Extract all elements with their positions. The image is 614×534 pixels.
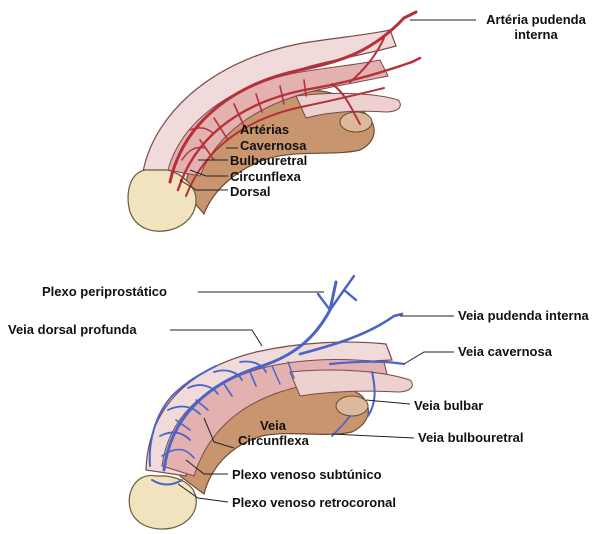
label-plexo-venoso-retrocoronal: Plexo venoso retrocoronal (232, 495, 396, 510)
label-artery-cavernosa: Cavernosa (240, 138, 306, 153)
label-artery-bulbouretral: Bulbouretral (230, 153, 307, 168)
label-artery-dorsal: Dorsal (230, 184, 270, 199)
label-plexo-venoso-subtunico: Plexo venoso subtúnico (232, 467, 382, 482)
label-plexo-periprostatico: Plexo periprostático (42, 284, 167, 299)
label-arterias-title: Artérias (240, 122, 289, 137)
label-veia-dorsal-profunda: Veia dorsal profunda (8, 322, 137, 337)
label-veia-circunflexa: Veia Circunflexa (238, 418, 309, 448)
venous-bulb (336, 396, 368, 416)
label-arteria-pudenda-interna-line1: Artéria pudenda (480, 12, 592, 27)
label-veia-pudenda-interna: Veia pudenda interna (458, 308, 589, 323)
label-veia-circunflexa-line1: Veia (238, 418, 309, 433)
label-veia-bulbouretral: Veia bulbouretral (418, 430, 523, 445)
arterial-illustration (128, 12, 476, 231)
label-arteria-pudenda-interna-line2: interna (480, 27, 592, 42)
label-veia-circunflexa-line2: Circunflexa (238, 433, 309, 448)
venous-illustration (129, 276, 454, 529)
label-artery-circunflexa: Circunflexa (230, 169, 301, 184)
label-veia-bulbar: Veia bulbar (414, 398, 483, 413)
label-arteria-pudenda-interna: Artéria pudenda interna (480, 12, 592, 42)
glans-shape (128, 170, 196, 231)
label-veia-cavernosa: Veia cavernosa (458, 344, 552, 359)
